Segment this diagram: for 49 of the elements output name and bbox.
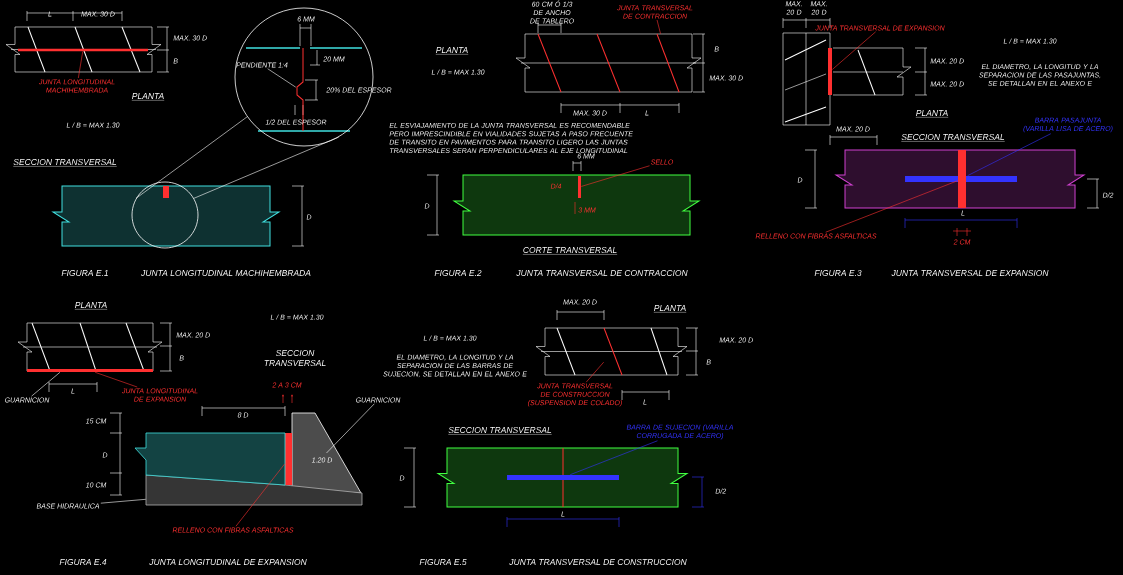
view-title: CORTE TRANSVERSAL <box>522 247 618 255</box>
figure-caption: JUNTA TRANSVERSAL DE EXPANSION <box>891 270 1049 276</box>
joint-line <box>27 369 153 372</box>
leader-line <box>585 361 604 383</box>
figure-caption: FIGURA E.3 <box>814 270 862 276</box>
figure-caption: JUNTA TRANSVERSAL DE CONTRACCION <box>516 270 688 276</box>
leader-line <box>967 133 1052 176</box>
leader-line <box>100 499 146 504</box>
joint-line <box>18 48 148 52</box>
seal-line <box>578 176 581 198</box>
figure-caption: FIGURA E.5 <box>419 559 467 565</box>
leader-line <box>94 372 138 388</box>
figure-caption: JUNTA LONGITUDINAL MACHIHEMBRADA <box>141 270 311 276</box>
leader-line <box>326 403 375 454</box>
view-title: SECCION TRANSVERSAL <box>448 427 552 435</box>
view-title: PLANTA <box>435 47 469 55</box>
leader-line <box>569 440 658 475</box>
leader-line <box>31 372 61 397</box>
leader-line <box>267 68 296 88</box>
joint-line <box>656 33 680 93</box>
view-title: PLANTA <box>653 305 687 313</box>
tie-bar <box>507 475 619 480</box>
figure-caption: FIGURA E.1 <box>61 270 108 276</box>
joint-line <box>603 327 623 376</box>
slab-plan-drawing <box>17 322 163 372</box>
view-title: PLANTA <box>131 93 165 101</box>
figure-caption: JUNTA TRANSVERSAL DE CONSTRUCCION <box>509 559 687 565</box>
slab-section <box>134 432 286 486</box>
view-title: PLANTA <box>74 302 108 310</box>
leader-line <box>78 51 84 79</box>
leader-line <box>832 31 876 70</box>
magnifier-line <box>135 116 248 199</box>
leader-line <box>235 463 285 527</box>
view-title: SECCION TRANSVERSAL <box>13 159 117 167</box>
dowel-bar <box>905 176 1017 182</box>
leader-line <box>825 180 958 233</box>
filler-band <box>958 150 966 208</box>
leader-line <box>581 165 650 187</box>
curb-drawing <box>291 412 362 494</box>
figure-caption: SECCION TRANSVERSAL <box>264 350 326 366</box>
leader-line <box>656 19 661 34</box>
figure-caption: JUNTA LONGITUDINAL DE EXPANSION <box>149 559 307 565</box>
magnifier-line <box>193 136 339 199</box>
detail-circle <box>131 181 199 249</box>
figure-caption: FIGURA E.4 <box>59 559 107 565</box>
figure-caption: FIGURA E.2 <box>434 270 482 276</box>
base-layer <box>145 474 363 506</box>
view-title: PLANTA <box>915 110 949 118</box>
view-title: SECCION TRANSVERSAL <box>901 134 1005 142</box>
